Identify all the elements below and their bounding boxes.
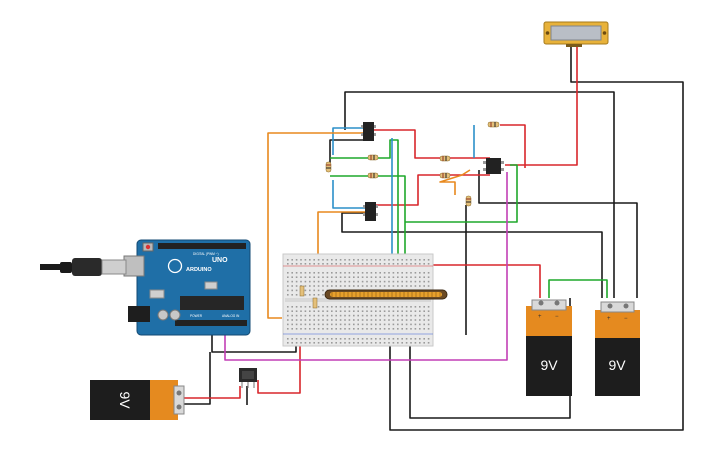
wire-blue-ic2[interactable] — [332, 180, 367, 209]
flex-sensor-ticks — [331, 292, 441, 297]
arduino-logo-icon — [167, 258, 183, 274]
battery-right-plus: + — [607, 316, 611, 322]
resistor-1 — [367, 154, 379, 161]
wire-red-bb-rail[interactable] — [430, 264, 541, 298]
wire-black-lcd-down[interactable] — [389, 46, 684, 431]
flex-sensor[interactable] — [324, 289, 448, 300]
battery-left-label: 9V — [540, 357, 558, 373]
battery-bottom-label: 9V — [117, 391, 133, 409]
ic-3[interactable] — [483, 158, 504, 174]
resistor-5 — [487, 121, 500, 128]
wire-green-top[interactable] — [330, 139, 399, 260]
breadboard[interactable] — [282, 253, 434, 347]
battery-left-plus: + — [538, 314, 542, 320]
arduino-logo-text: ARDUINO — [186, 267, 212, 273]
wire-red-res-top[interactable] — [500, 124, 526, 168]
resistor-6 — [325, 161, 332, 173]
battery-bottom[interactable]: 9V — [90, 380, 185, 420]
battery-left[interactable]: + − 9V — [526, 299, 572, 396]
dc-jack — [128, 306, 150, 322]
breadboard-resistors[interactable] — [299, 285, 318, 309]
wire-black-ic2-left[interactable] — [341, 212, 603, 298]
wire-black-regulator[interactable] — [183, 352, 211, 405]
wire-black-ic3-right[interactable] — [478, 170, 638, 298]
wire-red-ic1[interactable] — [374, 129, 490, 159]
usb-cable — [40, 258, 127, 276]
wire-red-lcd[interactable] — [505, 46, 578, 166]
battery-right-minus: − — [624, 316, 628, 322]
wire-red-battery[interactable] — [183, 386, 241, 399]
wire-green-battery[interactable] — [548, 279, 608, 298]
arduino-model: UNO — [212, 257, 228, 264]
resistor-7 — [465, 195, 472, 207]
resistor-2 — [367, 172, 379, 179]
voltage-regulator[interactable] — [239, 368, 257, 388]
wire-green-mid[interactable] — [330, 175, 406, 260]
arduino-header-analog: ANALOG IN — [222, 314, 240, 318]
wire-green-right[interactable] — [405, 164, 518, 223]
resistors[interactable] — [325, 121, 500, 207]
lcd-display[interactable] — [543, 21, 609, 47]
wire-orange-ic3[interactable] — [439, 169, 471, 195]
wire-orange-left[interactable] — [267, 132, 363, 319]
wire-black-top-loop[interactable] — [344, 91, 615, 298]
arduino-header-power: POWER — [190, 314, 203, 318]
wire-blue-ic1[interactable] — [332, 127, 363, 155]
resistor-3 — [439, 155, 451, 162]
battery-right-label: 9V — [608, 357, 626, 373]
usb-port — [123, 255, 145, 277]
ic-2[interactable] — [363, 202, 378, 221]
resistor-4 — [439, 172, 451, 179]
atmega-chip — [180, 296, 244, 310]
wire-black-ic1-left[interactable] — [329, 139, 363, 168]
arduino-uno[interactable]: ARDUINO UNO DIGITAL (PWM ~) POWER ANALOG… — [123, 239, 251, 336]
battery-right[interactable]: + − 9V — [595, 301, 640, 396]
wire-magenta[interactable] — [224, 172, 508, 361]
wire-red-ic2[interactable] — [375, 174, 490, 206]
arduino-header-digital: DIGITAL (PWM ~) — [193, 252, 219, 256]
battery-left-minus: − — [555, 314, 559, 320]
wires — [183, 46, 684, 431]
ic-1[interactable] — [361, 122, 376, 141]
